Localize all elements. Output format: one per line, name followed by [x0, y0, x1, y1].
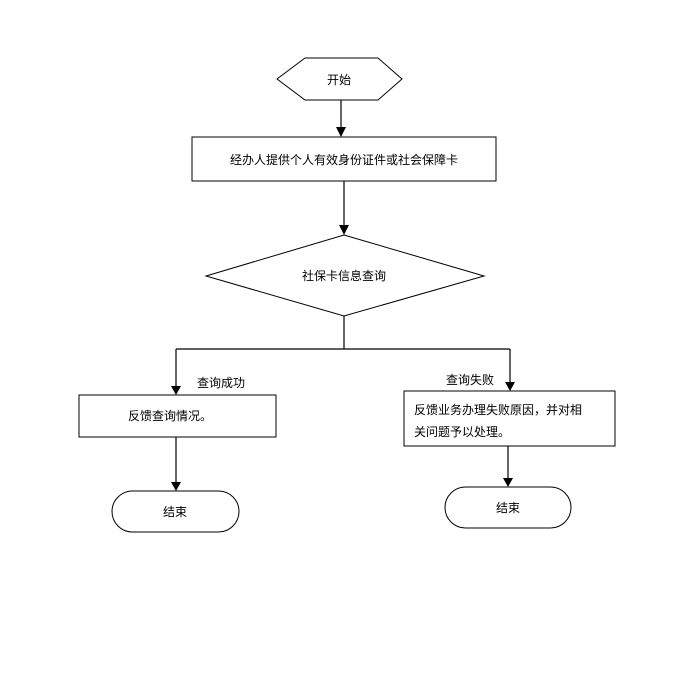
connector-start-to-step: [336, 100, 346, 137]
process-node-feedback-result-shape: [78, 394, 277, 438]
process-node-provide-id-shape: [191, 136, 497, 182]
end-node-failure-shape: [444, 486, 572, 529]
decision-node-query: 社保卡信息查询: [204, 234, 486, 317]
end-node-failure-label: 结束: [496, 501, 520, 515]
end-node-failure: 结束: [444, 486, 572, 529]
start-node: 开始: [276, 57, 403, 101]
arrowhead-icon: [505, 382, 515, 391]
arrowhead-icon: [171, 482, 181, 491]
end-node-success: 结束: [111, 490, 240, 533]
process-node-feedback-failure-line2: 关问题予以处理。: [414, 425, 510, 439]
process-node-feedback-failure-shape: [403, 390, 616, 447]
connector-step-to-decision: [339, 181, 349, 235]
arrowhead-icon: [171, 386, 181, 395]
branch-failure-label: 查询失败: [446, 372, 494, 387]
process-node-feedback-result: 反馈查询情况。: [78, 394, 277, 438]
connector-success-to-end: [171, 437, 181, 491]
branch-success-label: 查询成功: [197, 376, 245, 390]
process-node-feedback-result-label: 反馈查询情况。: [128, 409, 212, 423]
process-node-feedback-failure-line1: 反馈业务办理失败原因，并对相: [414, 402, 582, 417]
arrowhead-icon: [503, 478, 513, 487]
process-node-feedback-failure: 反馈业务办理失败原因，并对相 关问题予以处理。: [403, 390, 616, 447]
start-node-shape: [276, 57, 403, 101]
start-node-label: 开始: [327, 73, 351, 87]
connector-decision-branches: [171, 316, 515, 395]
decision-node-query-label: 社保卡信息查询: [302, 268, 386, 283]
arrowhead-icon: [339, 225, 349, 235]
process-node-provide-id-label: 经办人提供个人有效身份证件或社会保障卡: [230, 152, 458, 167]
arrowhead-icon: [336, 127, 346, 137]
process-node-provide-id: 经办人提供个人有效身份证件或社会保障卡: [191, 136, 497, 182]
end-node-success-shape: [111, 490, 240, 533]
connector-failure-to-end: [503, 446, 513, 487]
end-node-success-label: 结束: [163, 505, 187, 519]
